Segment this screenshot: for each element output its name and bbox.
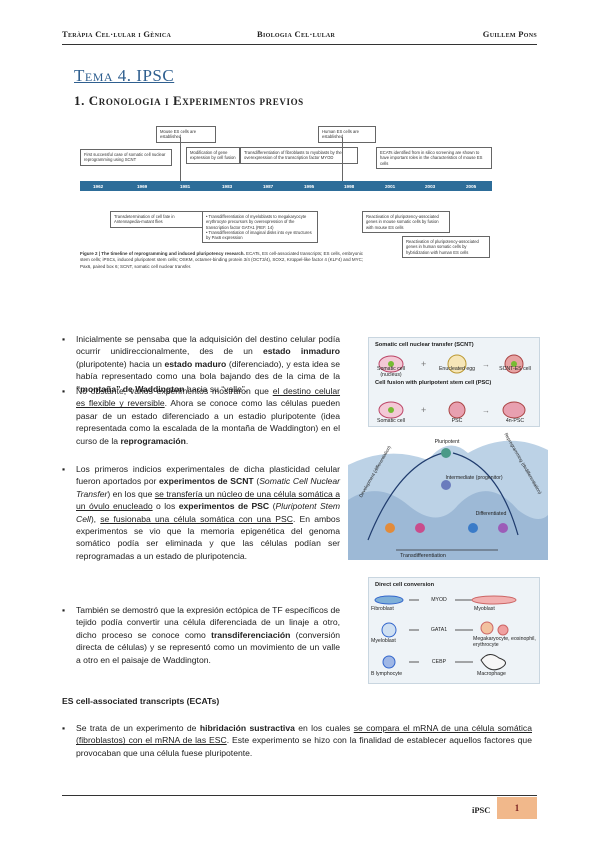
fig-box-myod: Transdifferentiation of fibroblasts to m… (240, 147, 358, 164)
year-label: 1969 (137, 184, 148, 189)
year-label: 1962 (93, 184, 104, 189)
psc-label-psc: PSC (451, 418, 463, 424)
svg-text:+: + (421, 405, 426, 415)
header-subject: Biologia Cel·lular (257, 29, 336, 39)
fig-box-human-es: Human ES cells are established (318, 126, 376, 143)
svg-text:→: → (482, 360, 490, 369)
year-label: 2003 (425, 184, 436, 189)
fig-text-pax6: • Transdifferentiation of imaginal disks… (206, 229, 312, 240)
fig-box-ecats: ECATs identified from in silico screenin… (376, 147, 492, 169)
fig-box-antennapedia: Transdetermination of cell fate in Anten… (110, 211, 206, 228)
section-heading: ES cell-associated transcripts (ECATs) (62, 696, 220, 706)
direct-conversion-panel: Direct cell conversion Fibroblast MYOD M… (368, 577, 540, 684)
direct-title: Direct cell conversion (375, 582, 435, 588)
landscape-diagram (348, 440, 548, 560)
label-transdifferentiation: Transdifferentiation (400, 553, 446, 559)
fig-box-gata1-pax6: • Transdifferentiation of myeloblasts to… (202, 211, 318, 244)
fig-box-mouse-es: Mouse ES cells are established (156, 126, 216, 143)
fig-text-gata1: • Transdifferentiation of myeloblasts to… (206, 214, 307, 230)
psc-label-somatic: Somatic cell (377, 418, 405, 424)
svg-text:+: + (421, 359, 426, 369)
header-divider (62, 44, 537, 45)
page-number: 1 (497, 797, 537, 819)
direct-tf-1: GATA1 (430, 627, 448, 633)
label-differentiated: Differentiated (475, 511, 507, 517)
scnt-label-somatic: Somatic cell (nucleus) (377, 366, 405, 378)
direct-to-1: Megakaryocyte, eosinophil, erythrocyte (473, 636, 536, 648)
year-label: 1987 (263, 184, 274, 189)
psc-label-4n: 4n-PSC (505, 418, 525, 424)
direct-tf-2: CEBP (431, 659, 447, 665)
year-label: 1995 (304, 184, 315, 189)
page-title: Tema 4. IPSC (74, 66, 175, 85)
scnt-label-egg: Enucleated egg (438, 366, 476, 372)
page-header: Teràpia Cel·lular i Gènica Biologia Cel·… (62, 26, 537, 42)
direct-from-2: B lymphocyte (371, 671, 403, 677)
label-pluripotent: Pluripotent (434, 439, 460, 445)
header-author: Guillem Pons (482, 29, 537, 39)
year-label: 1983 (222, 184, 233, 189)
year-label: 2001 (385, 184, 396, 189)
section-subtitle: 1. Cronologia i Experimentos previos (74, 93, 304, 108)
bullet-item: ▪ Inicialmente se pensaba que la adquisi… (62, 334, 341, 394)
direct-to-2: Macrophage (477, 671, 506, 677)
bullet-item: ▪ No obstante, varios experimentos mostr… (62, 386, 341, 446)
footer-divider (62, 795, 537, 796)
fig-box-cell-fusion: Modification of gene expression by cell … (186, 147, 240, 164)
bullet-item: ▪ También se demostró que la expresión e… (62, 605, 341, 665)
timeline-figure: Mouse ES cells are established Human ES … (80, 118, 492, 318)
fig-box-scnt: First successful case of somatic cell nu… (80, 149, 172, 166)
direct-from-0: Fibroblast (371, 606, 394, 612)
direct-to-0: Myoblast (474, 606, 495, 612)
scnt-psc-diagram: + → + → (378, 354, 526, 419)
figure-caption: Figure 2 | The timeline of reprogramming… (80, 251, 364, 269)
year-label: 2005 (466, 184, 477, 189)
bullet-item: ▪ Se trata de un experimento de hibridac… (62, 723, 532, 758)
year-label: 1981 (180, 184, 191, 189)
scnt-psc-panel: Somatic cell nuclear transfer (SCNT) + →… (368, 337, 540, 427)
direct-tf-0: MYOD (431, 597, 447, 603)
svg-text:→: → (482, 406, 490, 415)
psc-title: Cell fusion with pluripotent stem cell (… (375, 380, 492, 386)
header-course: Teràpia Cel·lular i Gènica (62, 29, 172, 39)
bullet-item: ▪ Los primeros indicios experimentales d… (62, 464, 341, 561)
fig-box-human-fusion: Reactivation of pluripotency-associated … (402, 236, 490, 258)
year-label: 1998 (344, 184, 355, 189)
waddington-landscape: Pluripotent Intermediate (progenitor) Di… (348, 425, 548, 560)
label-intermediate: Intermediate (progenitor) (445, 475, 503, 481)
scnt-label-es: SCNT-ES cell (499, 366, 531, 372)
direct-from-1: Myeloblast (371, 638, 396, 644)
fig-box-mouse-fusion: Reactivation of pluripotency-associated … (362, 211, 450, 233)
timeline-bar (80, 181, 492, 191)
footer-label: iPSC (472, 805, 491, 815)
direct-conversion-diagram (374, 595, 517, 671)
scnt-title: Somatic cell nuclear transfer (SCNT) (375, 342, 474, 348)
